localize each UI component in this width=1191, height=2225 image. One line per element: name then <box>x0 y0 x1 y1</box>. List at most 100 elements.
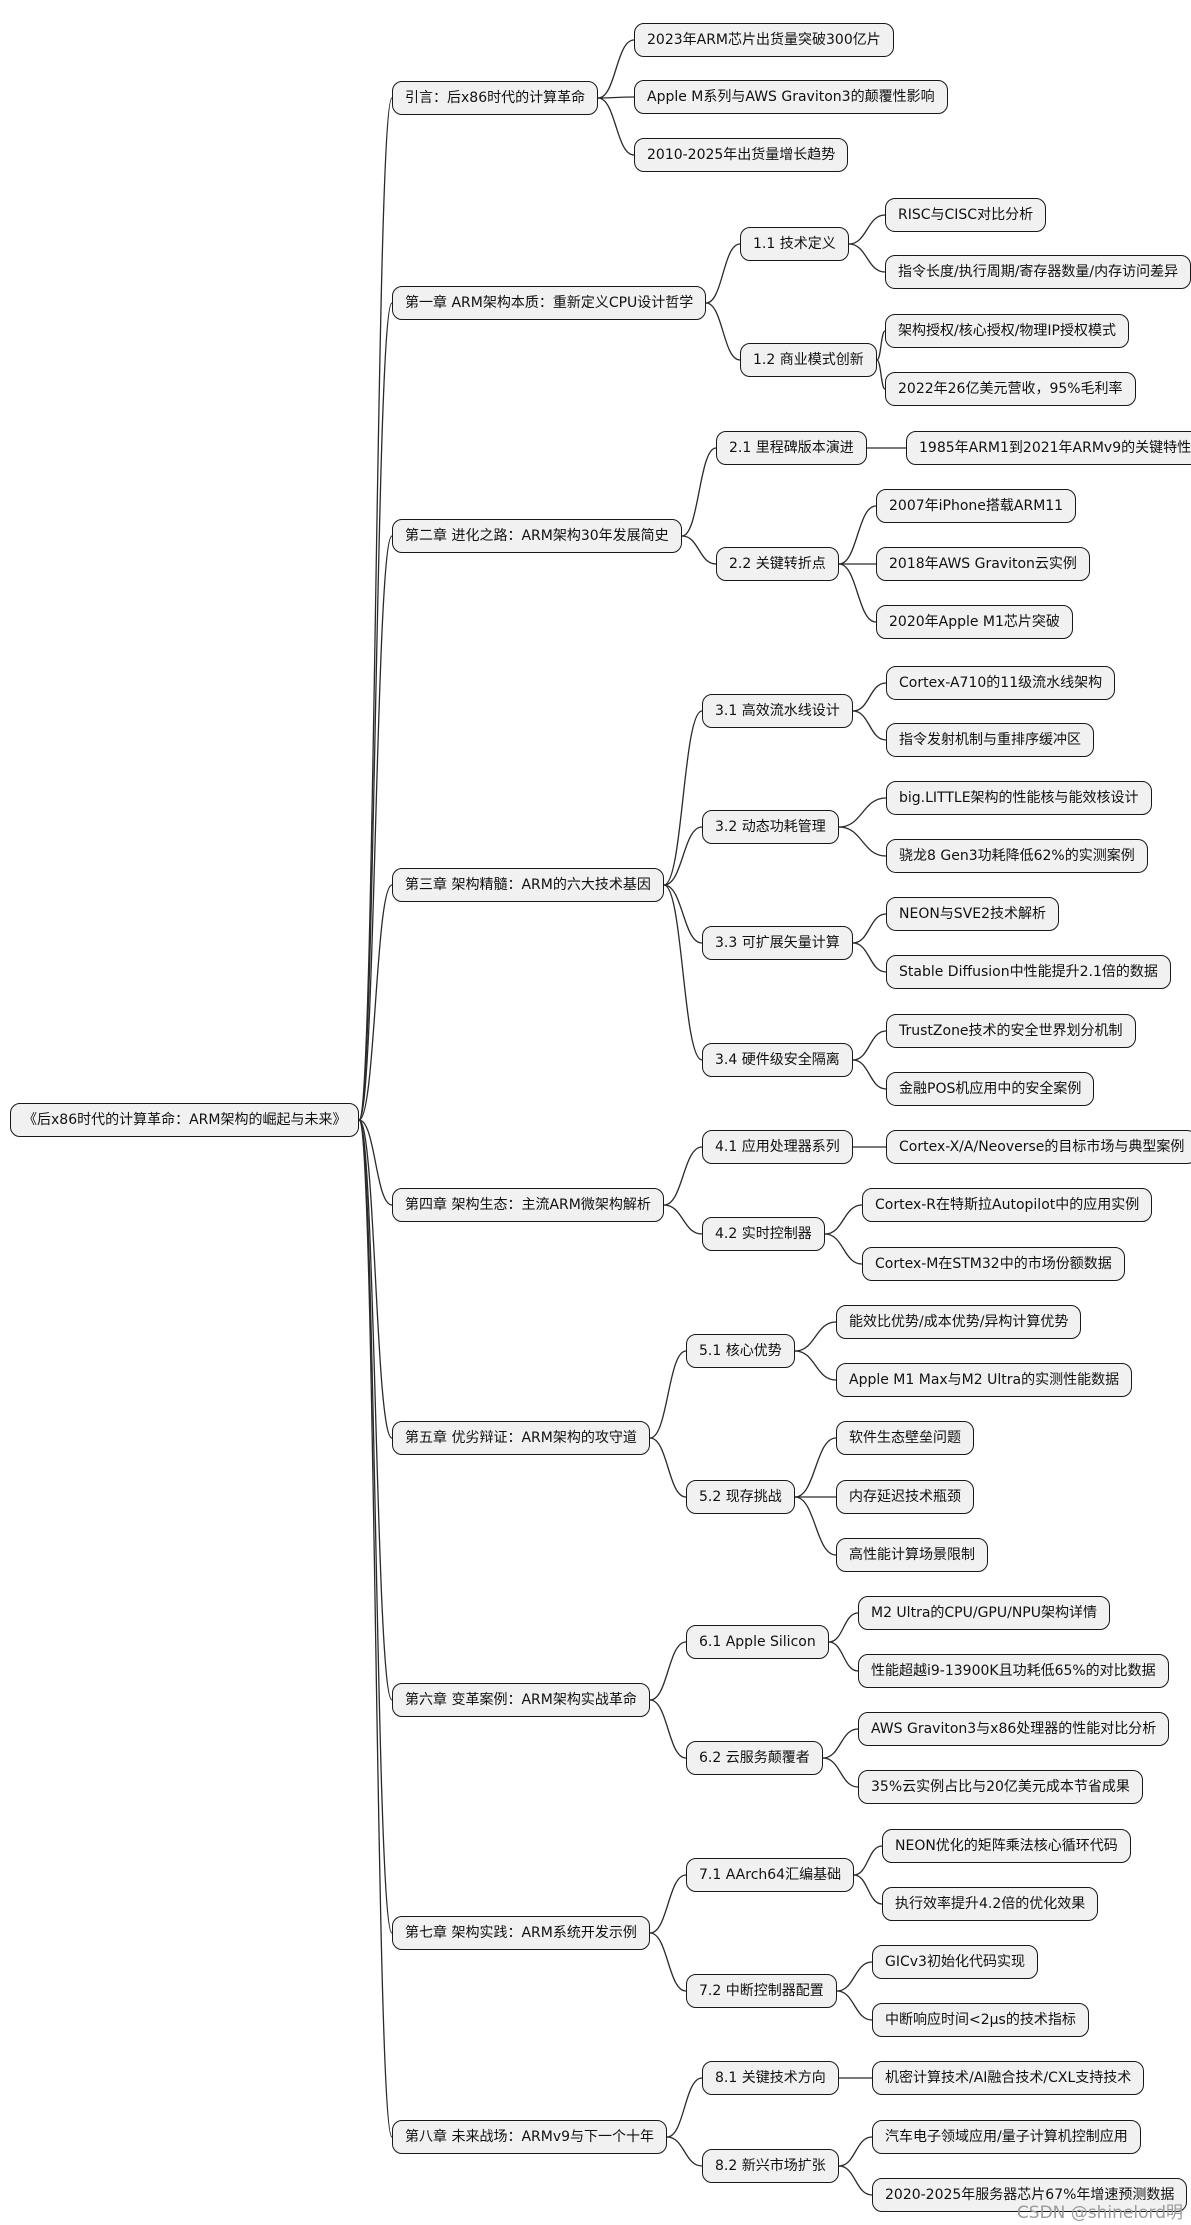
connector-line <box>358 535 393 1121</box>
leaf-node[interactable]: NEON与SVE2技术解析 <box>886 897 1060 931</box>
leaf-node[interactable]: 35%云实例占比与20亿美元成本节省成果 <box>858 1770 1143 1804</box>
connector-line <box>663 1204 703 1235</box>
leaf-node[interactable]: 机密计算技术/AI融合技术/CXL支持技术 <box>872 2061 1145 2095</box>
section-node[interactable]: 4.2 实时控制器 <box>702 1217 825 1251</box>
connector-line <box>838 2136 873 2167</box>
leaf-node[interactable]: 执行效率提升4.2倍的优化效果 <box>882 1887 1099 1921</box>
connector-line <box>794 1350 837 1381</box>
section-node[interactable]: 7.2 中断控制器配置 <box>686 1974 837 2008</box>
connector-line <box>649 1641 687 1701</box>
leaf-node[interactable]: Cortex-M在STM32中的市场份额数据 <box>862 1247 1125 1281</box>
leaf-node[interactable]: 中断响应时间<2μs的技术指标 <box>872 2003 1089 2037</box>
section-node[interactable]: 3.2 动态功耗管理 <box>702 810 839 844</box>
section-node[interactable]: 3.4 硬件级安全隔离 <box>702 1043 853 1077</box>
section-node[interactable]: 1.2 商业模式创新 <box>740 343 877 377</box>
leaf-node[interactable]: 指令发射机制与重排序缓冲区 <box>886 723 1094 757</box>
leaf-node[interactable]: big.LITTLE架构的性能核与能效核设计 <box>886 781 1152 815</box>
connector-line <box>828 1612 859 1643</box>
connector-line <box>663 884 703 944</box>
section-node[interactable]: 6.1 Apple Silicon <box>686 1625 829 1659</box>
leaf-node[interactable]: 高性能计算场景限制 <box>836 1538 988 1572</box>
connector-line <box>838 563 877 623</box>
connector-line <box>848 243 886 273</box>
leaf-node[interactable]: RISC与CISC对比分析 <box>885 198 1047 232</box>
leaf-node[interactable]: 1985年ARM1到2021年ARMv9的关键特性 <box>906 431 1191 465</box>
root-node[interactable]: 《后x86时代的计算革命：ARM架构的崛起与未来》 <box>10 1103 360 1137</box>
leaf-node[interactable]: 2007年iPhone搭载ARM11 <box>876 489 1077 523</box>
section-node[interactable]: 1.1 技术定义 <box>740 227 849 261</box>
connector-line <box>358 1119 393 1934</box>
leaf-node[interactable]: Apple M系列与AWS Graviton3的颠覆性影响 <box>634 80 948 114</box>
connector-line <box>836 1990 873 2021</box>
connector-line <box>649 1932 687 1992</box>
connector-line <box>597 97 635 156</box>
leaf-node[interactable]: 性能超越i9-13900K且功耗低65%的对比数据 <box>858 1654 1169 1688</box>
connector-line <box>663 1146 703 1206</box>
leaf-node[interactable]: Stable Diffusion中性能提升2.1倍的数据 <box>886 955 1171 989</box>
watermark-text: CSDN @shinelord明 <box>1016 2203 1183 2223</box>
connector-line <box>824 1233 863 1265</box>
leaf-node[interactable]: 架构授权/核心授权/物理IP授权模式 <box>885 314 1130 348</box>
leaf-node[interactable]: NEON优化的矩阵乘法核心循环代码 <box>882 1829 1131 1863</box>
connector-line <box>358 1119 393 2138</box>
section-node[interactable]: 5.2 现存挑战 <box>686 1480 795 1514</box>
section-node[interactable]: 8.1 关键技术方向 <box>702 2061 839 2095</box>
connector-line <box>838 826 887 857</box>
connector-line <box>852 913 887 944</box>
leaf-node[interactable]: Cortex-A710的11级流水线架构 <box>886 666 1116 700</box>
branch-chapter-5[interactable]: 第五章 优劣辩证：ARM架构的攻守道 <box>392 1421 650 1455</box>
leaf-node[interactable]: 2020-2025年服务器芯片67%年增速预测数据 <box>872 2178 1188 2212</box>
leaf-node[interactable]: AWS Graviton3与x86处理器的性能对比分析 <box>858 1712 1170 1746</box>
leaf-node[interactable]: M2 Ultra的CPU/GPU/NPU架构详情 <box>858 1596 1110 1630</box>
leaf-node[interactable]: GICv3初始化代码实现 <box>872 1945 1038 1979</box>
connector-line <box>794 1321 837 1352</box>
branch-chapter-2[interactable]: 第二章 进化之路：ARM架构30年发展简史 <box>392 519 682 553</box>
connector-line <box>852 1059 887 1090</box>
branch-chapter-3[interactable]: 第三章 架构精髓：ARM的六大技术基因 <box>392 868 664 902</box>
section-node[interactable]: 4.1 应用处理器系列 <box>702 1130 853 1164</box>
connector-line <box>848 214 886 245</box>
connector-line <box>794 1496 837 1556</box>
connector-line <box>852 682 887 712</box>
leaf-node[interactable]: 能效比优势/成本优势/异构计算优势 <box>836 1305 1082 1339</box>
section-node[interactable]: 2.2 关键转折点 <box>716 547 839 581</box>
leaf-node[interactable]: 骁龙8 Gen3功耗降低62%的实测案例 <box>886 839 1148 873</box>
connector-line <box>358 884 393 1121</box>
connector-line <box>649 1874 687 1934</box>
section-node[interactable]: 3.1 高效流水线设计 <box>702 694 853 728</box>
leaf-node[interactable]: 汽车电子领域应用/量子计算机控制应用 <box>872 2120 1141 2154</box>
connector-line <box>853 1874 883 1905</box>
leaf-node[interactable]: TrustZone技术的安全世界划分机制 <box>886 1014 1136 1048</box>
connector-line <box>358 302 393 1121</box>
branch-intro[interactable]: 引言：后x86时代的计算革命 <box>392 81 599 115</box>
section-node[interactable]: 8.2 新兴市场扩张 <box>702 2149 839 2183</box>
leaf-node[interactable]: 金融POS机应用中的安全案例 <box>886 1072 1095 1106</box>
leaf-node[interactable]: Cortex-X/A/Neoverse的目标市场与典型案例 <box>886 1130 1191 1164</box>
connector-line <box>838 505 877 565</box>
leaf-node[interactable]: 2020年Apple M1芯片突破 <box>876 605 1073 639</box>
branch-chapter-1[interactable]: 第一章 ARM架构本质：重新定义CPU设计哲学 <box>392 286 707 320</box>
section-node[interactable]: 5.1 核心优势 <box>686 1334 795 1368</box>
leaf-node[interactable]: 内存延迟技术瓶颈 <box>836 1480 974 1514</box>
leaf-node[interactable]: Cortex-R在特斯拉Autopilot中的应用实例 <box>862 1188 1153 1222</box>
connector-line <box>852 1030 887 1061</box>
connector-line <box>836 1961 873 1992</box>
leaf-node[interactable]: 2022年26亿美元营收，95%毛利率 <box>885 372 1136 406</box>
leaf-node[interactable]: 2010-2025年出货量增长趋势 <box>634 138 849 172</box>
section-node[interactable]: 7.1 AArch64汇编基础 <box>686 1858 855 1892</box>
leaf-node[interactable]: Apple M1 Max与M2 Ultra的实测性能数据 <box>836 1363 1133 1397</box>
leaf-node[interactable]: 2023年ARM芯片出货量突破300亿片 <box>634 23 894 57</box>
branch-chapter-7[interactable]: 第七章 架构实践：ARM系统开发示例 <box>392 1916 650 1950</box>
section-node[interactable]: 3.3 可扩展矢量计算 <box>702 926 853 960</box>
connector-line <box>358 1119 393 1701</box>
branch-chapter-8[interactable]: 第八章 未来战场：ARMv9与下一个十年 <box>392 2120 668 2154</box>
leaf-node[interactable]: 指令长度/执行周期/寄存器数量/内存访问差异 <box>885 255 1191 289</box>
branch-chapter-4[interactable]: 第四章 架构生态：主流ARM微架构解析 <box>392 1188 664 1222</box>
section-node[interactable]: 6.2 云服务颠覆者 <box>686 1741 823 1775</box>
branch-chapter-6[interactable]: 第六章 变革案例：ARM架构实战革命 <box>392 1683 650 1717</box>
leaf-node[interactable]: 2018年AWS Graviton云实例 <box>876 547 1090 581</box>
section-node[interactable]: 2.1 里程碑版本演进 <box>716 431 867 465</box>
connector-line <box>852 942 887 973</box>
leaf-node[interactable]: 软件生态壁垒问题 <box>836 1421 974 1455</box>
